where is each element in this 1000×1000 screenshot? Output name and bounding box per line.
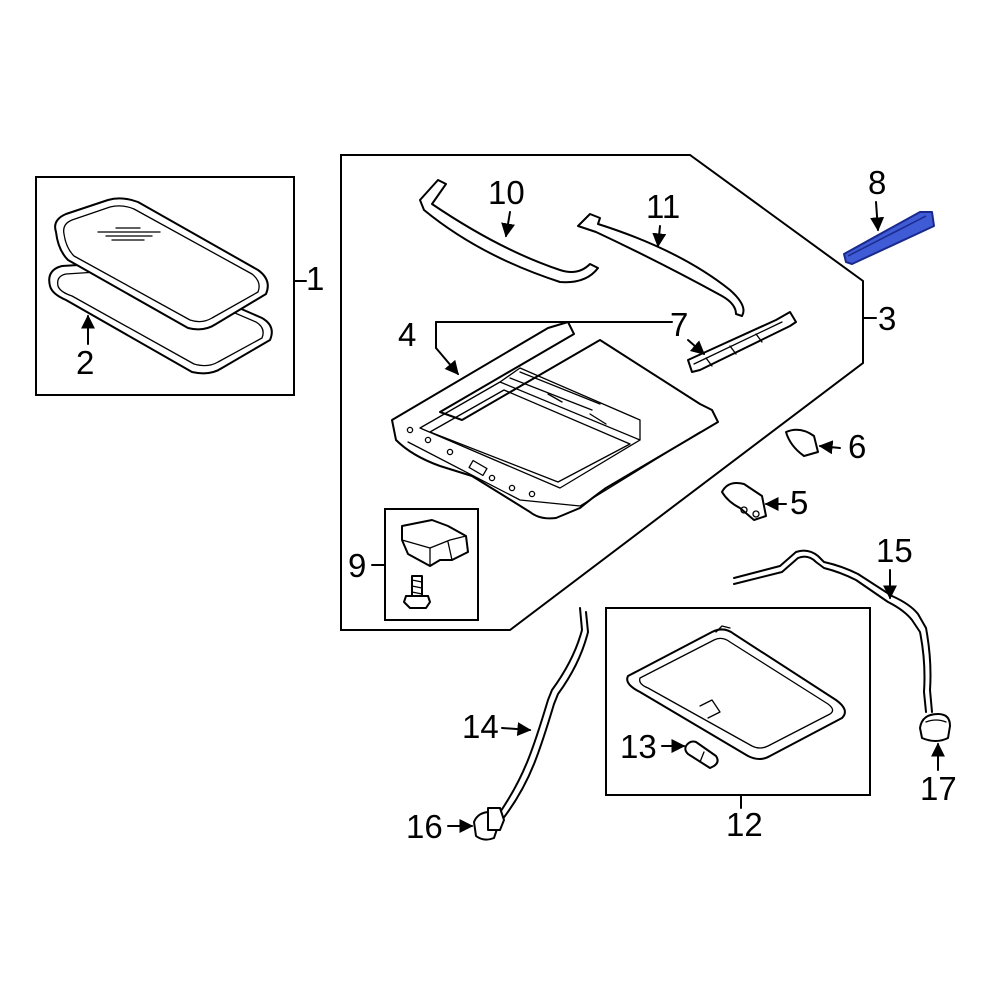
part-1-sunroof-glass[interactable] xyxy=(54,197,269,331)
part-15-drain-hose[interactable] xyxy=(733,549,933,713)
label-15: 15 xyxy=(876,532,913,569)
part-13-pin[interactable] xyxy=(684,740,719,769)
label-14: 14 xyxy=(462,708,499,745)
label-17: 17 xyxy=(920,770,957,807)
part-8-highlighted-seal[interactable] xyxy=(843,211,935,265)
frame-group-box xyxy=(340,154,877,631)
part-6-cover[interactable] xyxy=(785,428,819,457)
part-12-sunshade[interactable] xyxy=(626,625,846,760)
part-5-bracket[interactable] xyxy=(721,482,767,521)
part-4-sunroof-frame[interactable] xyxy=(391,321,719,520)
label-12: 12 xyxy=(726,806,763,843)
part-16-hose-clip[interactable] xyxy=(473,807,505,841)
label-3: 3 xyxy=(878,300,896,337)
label-9: 9 xyxy=(348,547,366,584)
label-7: 7 xyxy=(670,306,688,343)
label-10: 10 xyxy=(488,174,525,211)
part-17-grommet[interactable] xyxy=(919,713,951,742)
callout-labels: 1 2 3 4 5 6 7 8 9 10 11 12 13 14 15 16 1… xyxy=(76,164,957,845)
label-4: 4 xyxy=(398,316,416,353)
part-7-drain-channel[interactable] xyxy=(687,311,797,373)
label-5: 5 xyxy=(790,484,808,521)
leader-lines xyxy=(81,201,945,833)
part-9-sunroof-motor[interactable] xyxy=(401,519,469,609)
label-13: 13 xyxy=(620,728,657,765)
label-11: 11 xyxy=(646,188,680,225)
label-1: 1 xyxy=(306,260,324,297)
part-10-deflector[interactable] xyxy=(419,179,599,284)
part-8-highlight-shape xyxy=(843,211,935,265)
part-11-rail-trim[interactable] xyxy=(577,213,745,317)
label-6: 6 xyxy=(848,428,866,465)
shade-group-box xyxy=(605,607,871,809)
label-2: 2 xyxy=(76,344,94,381)
label-16: 16 xyxy=(406,808,443,845)
part-2-glass-seal[interactable] xyxy=(48,261,273,375)
label-8: 8 xyxy=(868,164,886,201)
glass-group-box xyxy=(35,176,307,396)
part-14-drain-hose[interactable] xyxy=(495,607,589,821)
motor-group-box xyxy=(371,508,479,621)
